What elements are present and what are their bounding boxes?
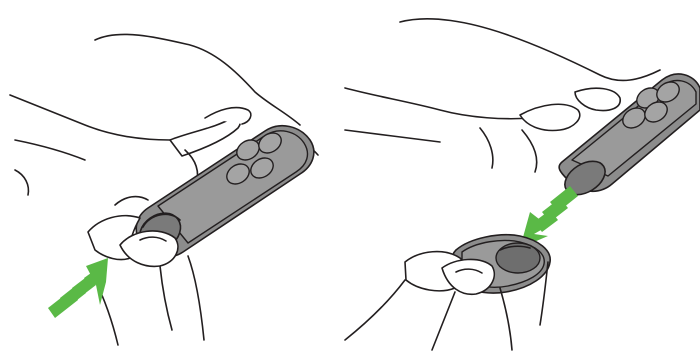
- remote-button-2-left: [258, 132, 282, 154]
- push-arrow-icon: [48, 258, 108, 318]
- remote-button-4-right: [644, 101, 668, 123]
- upper-hand-left: [9, 33, 319, 198]
- remote-control-left: [135, 124, 315, 258]
- remote-button-4-left: [250, 157, 274, 179]
- remote-button-2-right: [656, 81, 680, 103]
- remote-button-3-right: [622, 107, 646, 129]
- remote-control-right: [558, 73, 700, 196]
- coin-battery: [495, 242, 541, 274]
- lower-hand-right: [344, 250, 549, 351]
- upper-hand-right: [344, 17, 661, 173]
- remote-button-1-left: [236, 139, 260, 161]
- arrow-head: [86, 258, 108, 305]
- panel-insert-holder: [9, 33, 319, 346]
- remote-button-3-left: [226, 163, 250, 185]
- lower-hand-left: [87, 195, 205, 346]
- panel-remove-holder: [344, 17, 700, 351]
